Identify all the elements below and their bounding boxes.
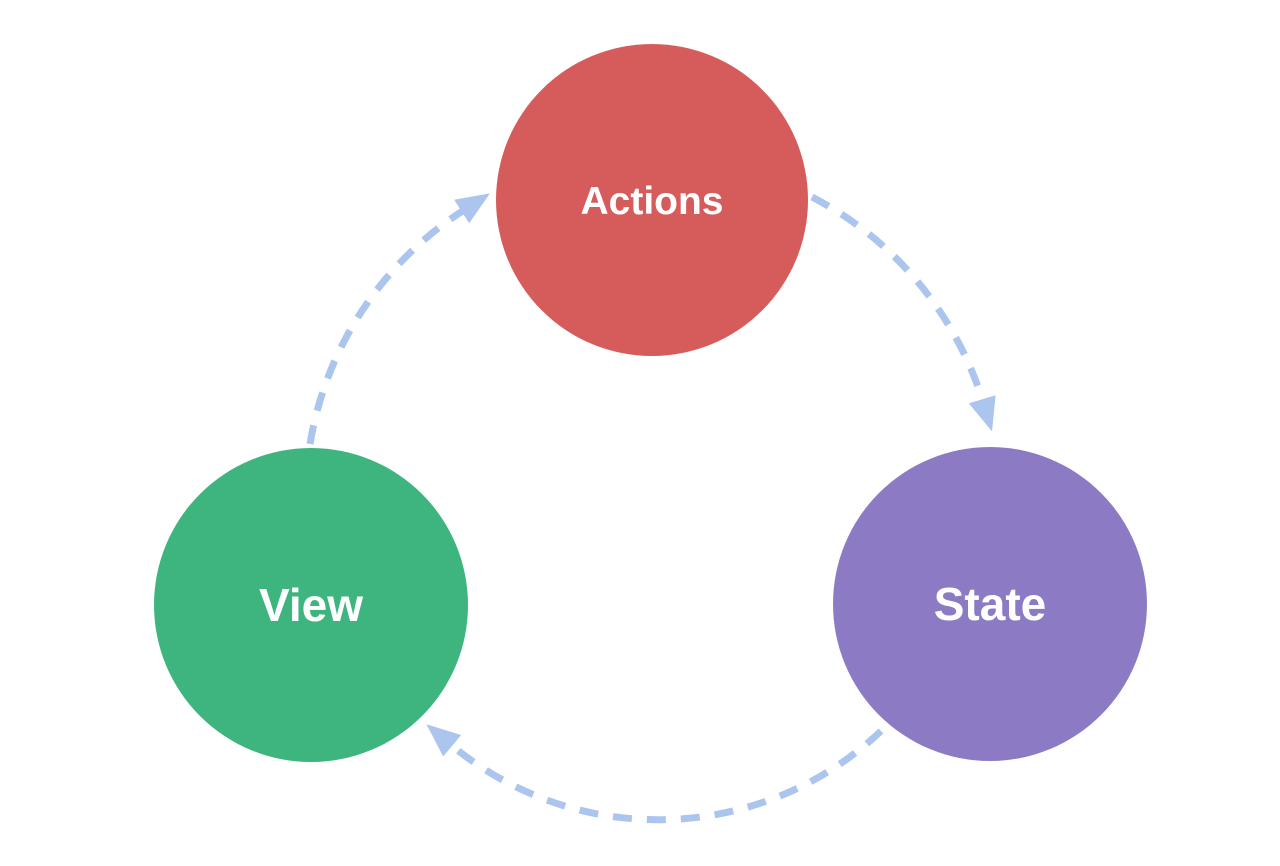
arrow-view-to-actions: [306, 193, 490, 445]
state-node-circle: [833, 447, 1147, 761]
state-node-label: State: [934, 578, 1046, 630]
arrow-actions-to-state: [810, 193, 996, 432]
actions-node: Actions: [496, 44, 808, 356]
state-node: State: [833, 447, 1147, 761]
actions-node-label: Actions: [580, 180, 723, 223]
arrow-state-to-view: [426, 724, 884, 824]
view-node-circle: [154, 448, 468, 762]
actions-node-circle: [496, 44, 808, 356]
view-node: View: [154, 448, 468, 762]
view-node-label: View: [259, 579, 363, 631]
